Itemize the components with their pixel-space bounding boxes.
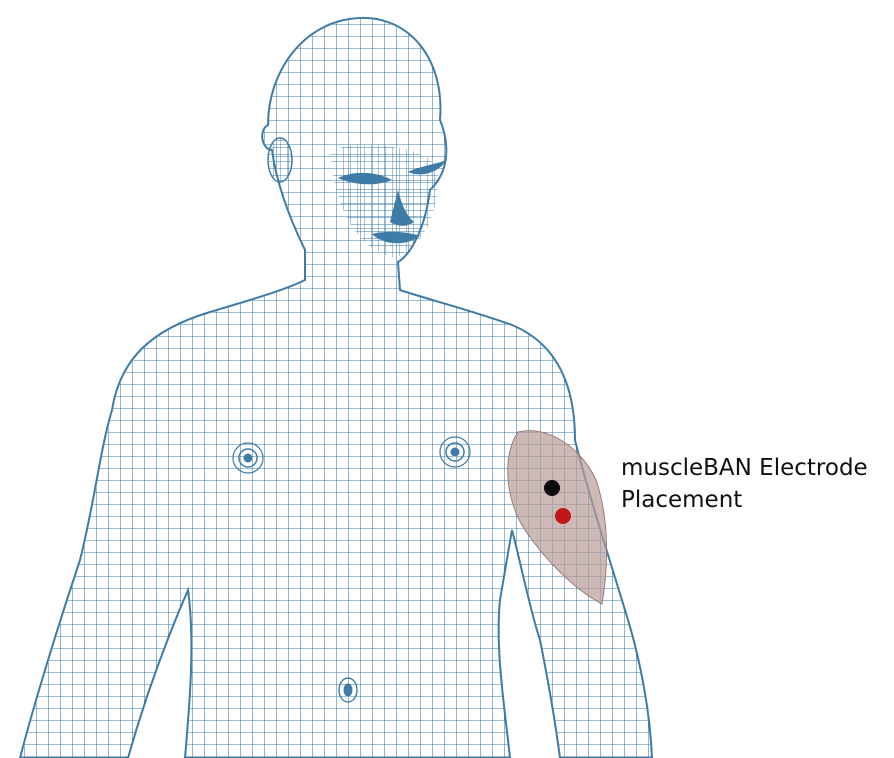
body-silhouette [20, 18, 652, 758]
electrode-red-dot [555, 508, 571, 524]
electrode-placement-label: muscleBAN Electrode Placement [621, 452, 891, 516]
electrode-black-dot [544, 480, 560, 496]
body-outline [20, 18, 652, 758]
ear [268, 138, 292, 182]
label-line-2: Placement [621, 484, 891, 516]
label-line-1: muscleBAN Electrode [621, 452, 891, 484]
